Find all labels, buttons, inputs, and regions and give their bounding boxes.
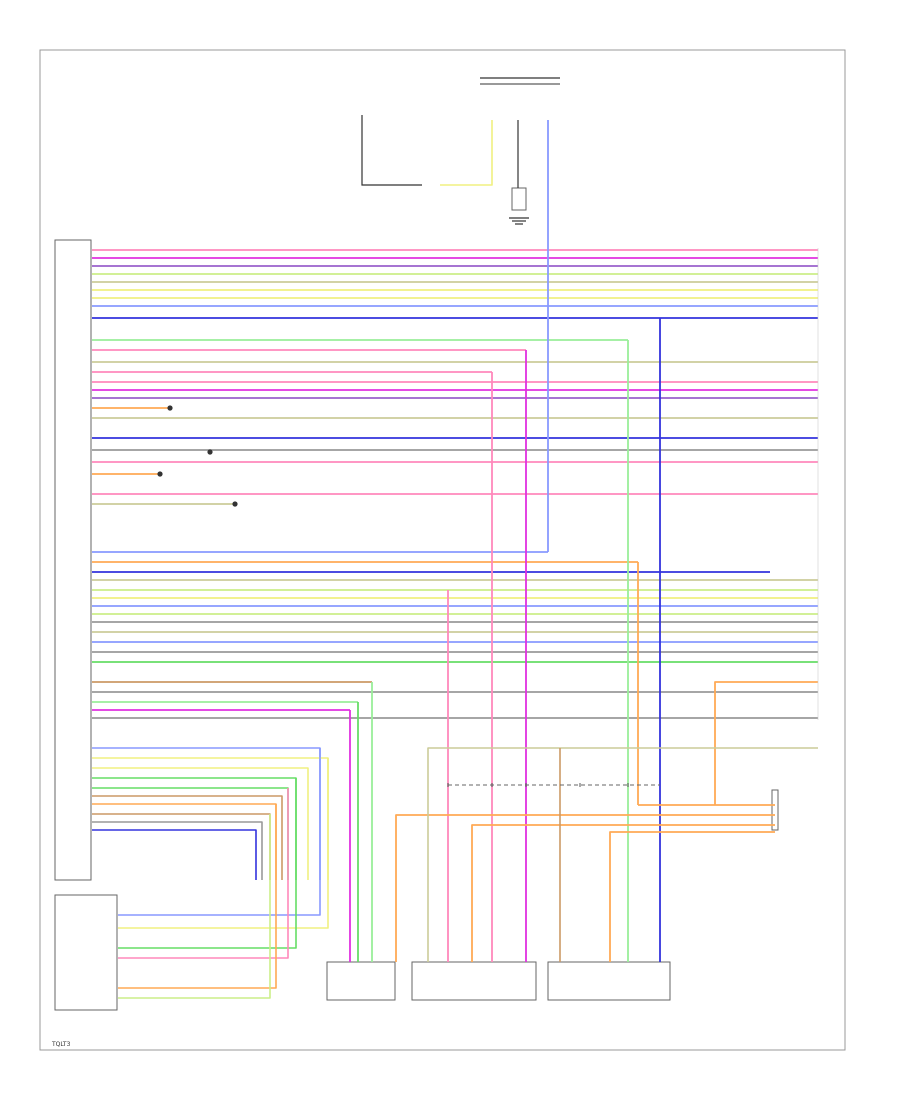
signal-wire-lower [118,758,329,929]
control-unit-lower [54,894,118,1011]
wire-top-yellow [440,120,493,186]
wire-olive-bus [427,747,818,962]
wire-orange-bottom [395,814,775,962]
signal-wire [92,787,289,880]
bottom-module-1 [326,961,396,1001]
signal-wire [92,767,309,880]
splice-icon [157,471,163,477]
signal-wire-lower [118,748,321,916]
signal-wire-lower [118,804,277,989]
signal-wire [92,813,271,880]
signal-wire [92,757,329,880]
control-unit-main [54,239,92,881]
footer-code: TQLT3 [51,1041,71,1048]
diagram-frame [39,49,846,1051]
top-sensor-box [511,187,527,211]
wires [92,120,819,999]
components [54,77,779,1011]
signal-wire [92,777,297,880]
ground-icon [509,217,529,225]
signal-wire-lower [118,778,297,949]
labels: TQLT3 [51,1041,71,1048]
bottom-module-2 [411,961,537,1001]
signal-wire [92,803,277,880]
splice-icon [167,405,173,411]
signal-wire-lower [118,814,271,999]
right-connector [771,789,779,831]
signal-wire [92,821,263,880]
splice-icon [232,501,238,507]
wire-orange-bottom [471,824,775,962]
top-harness-line [361,115,422,186]
bottom-module-3 [547,961,671,1001]
signal-wire [92,829,257,880]
wire-orange-right [714,681,818,805]
signal-wire-lower [118,788,289,959]
signal-wire [92,795,283,880]
splice-icon [207,449,213,455]
wire-orange-bottom [609,831,775,962]
